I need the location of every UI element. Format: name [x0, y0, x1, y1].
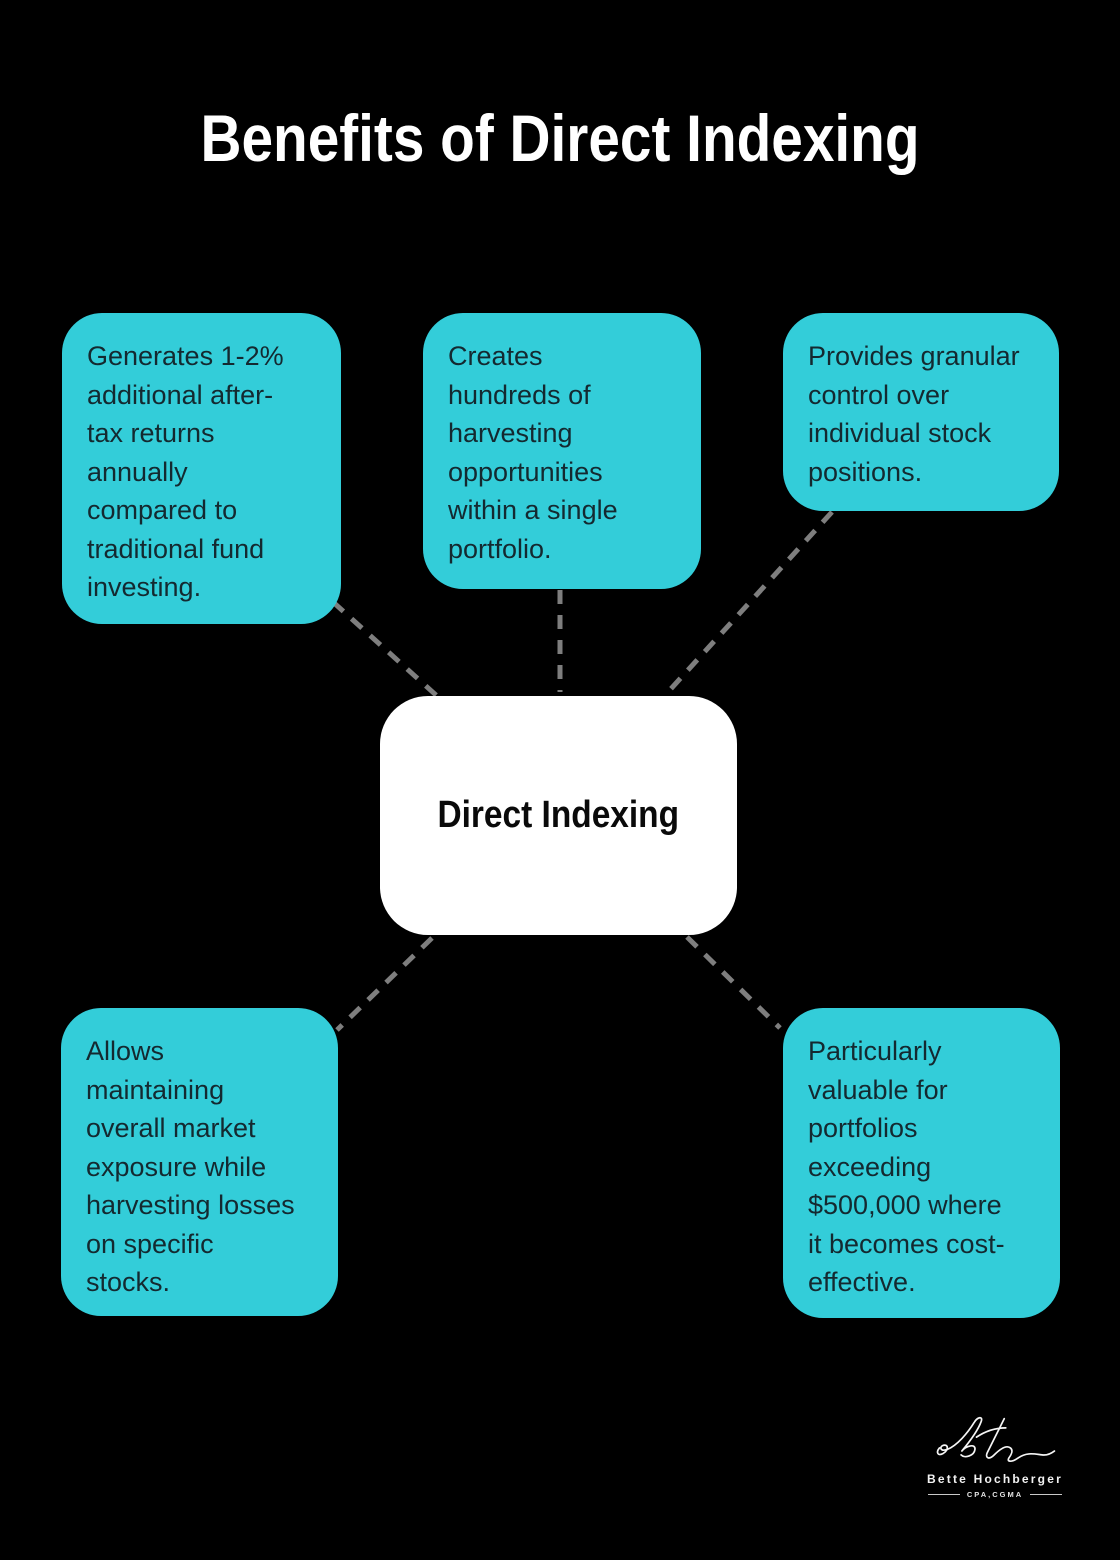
- connector-top-right: [666, 510, 834, 694]
- credentials-rule-right: [1030, 1494, 1063, 1495]
- page-title: Benefits of Direct Indexing: [200, 101, 920, 175]
- benefit-text-top-center: Creates hundreds of harvesting opportuni…: [448, 341, 618, 564]
- benefit-card-bottom-right: Particularly valuable for portfolios exc…: [783, 1008, 1060, 1318]
- center-node: Direct Indexing: [380, 696, 737, 935]
- center-node-label: Direct Indexing: [437, 794, 680, 836]
- connector-bottom-left: [335, 936, 434, 1032]
- benefit-card-top-center: Creates hundreds of harvesting opportuni…: [423, 313, 701, 589]
- benefit-text-top-left: Generates 1-2% additional after- tax ret…: [87, 341, 284, 602]
- brand-signature-block: Bette Hochberger CPA,CGMA: [912, 1414, 1078, 1499]
- benefit-text-bottom-right: Particularly valuable for portfolios exc…: [808, 1036, 1005, 1297]
- brand-credentials: CPA,CGMA: [966, 1490, 1024, 1499]
- benefit-card-bottom-left: Allows maintaining overall market exposu…: [61, 1008, 338, 1316]
- signature-monogram-icon: [936, 1416, 1056, 1462]
- brand-credentials-row: CPA,CGMA: [927, 1490, 1063, 1499]
- connector-top-left: [331, 600, 439, 698]
- connector-bottom-right: [685, 935, 782, 1030]
- benefit-text-top-right: Provides granular control over individua…: [808, 341, 1020, 487]
- benefit-card-top-left: Generates 1-2% additional after- tax ret…: [62, 313, 341, 624]
- credentials-rule-left: [927, 1494, 960, 1495]
- benefit-text-bottom-left: Allows maintaining overall market exposu…: [86, 1036, 295, 1297]
- brand-name: Bette Hochberger: [927, 1472, 1063, 1486]
- benefit-card-top-right: Provides granular control over individua…: [783, 313, 1059, 511]
